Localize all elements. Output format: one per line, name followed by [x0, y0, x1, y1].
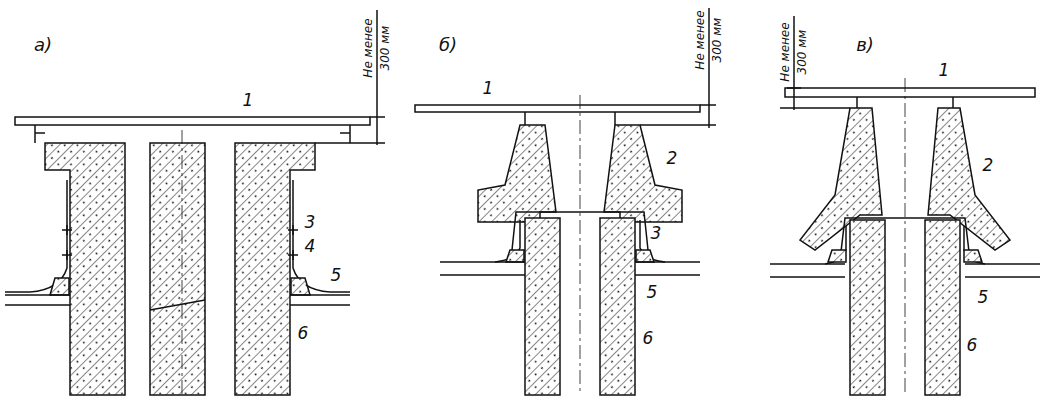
- panel-letter: б): [437, 36, 459, 54]
- dimension-note: Не менее 300 мм: [360, 16, 394, 80]
- callout-number: 5: [976, 288, 991, 306]
- callout-number: 6: [641, 329, 656, 347]
- callout-number: 1: [241, 91, 256, 109]
- callout-number: 2: [981, 156, 996, 174]
- dimension-note: Не менее 300 мм: [692, 8, 726, 72]
- callout-number: 1: [481, 79, 496, 97]
- callout-number: 6: [965, 336, 980, 354]
- callout-number: 2: [665, 149, 680, 167]
- callout-number: 5: [329, 266, 344, 284]
- panel-letter: в): [854, 36, 876, 54]
- dimension-note: Не менее 300 мм: [777, 20, 811, 84]
- callout-number: 3: [649, 224, 664, 242]
- panel-letter: а): [32, 36, 54, 54]
- callout-number: 5: [645, 283, 660, 301]
- callout-number: 4: [303, 237, 318, 255]
- callout-number: 1: [937, 61, 952, 79]
- callout-number: 3: [303, 213, 318, 231]
- callout-number: 6: [296, 324, 311, 342]
